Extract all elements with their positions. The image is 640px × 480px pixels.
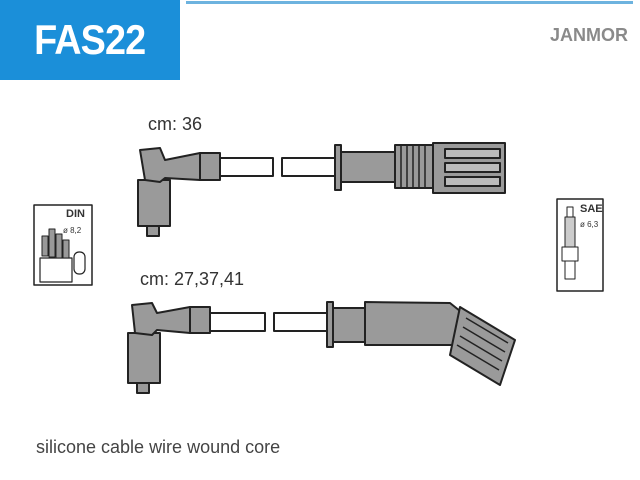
angled-cap-end: [449, 306, 516, 386]
terminal: [136, 382, 150, 394]
sae-diameter: ø 6,3: [580, 218, 598, 230]
spark-plug-boot-elbow: [139, 147, 201, 183]
product-description: silicone cable wire wound core: [36, 437, 281, 457]
cable-27-37-41: [127, 301, 516, 394]
product-code: FAS22: [34, 16, 146, 63]
sae-icon: [556, 198, 604, 292]
sae-diameter-text: ø 6,3: [580, 220, 599, 229]
din-icon: [33, 204, 93, 286]
din-diameter: ø 8,2: [63, 224, 81, 236]
brand-name: JANMOR: [549, 25, 628, 45]
product-code-badge: FAS22: [0, 0, 180, 80]
wire-segment: [273, 312, 328, 332]
wire-segment: [281, 157, 336, 177]
din-diameter-text: ø 8,2: [63, 226, 82, 235]
wire-segment: [209, 312, 266, 332]
spark-plug-boot-elbow: [131, 302, 191, 336]
cable-length-label: cm: 27,37,41: [140, 269, 245, 289]
wire-segment: [219, 157, 274, 177]
spark-plug-boot-body: [137, 179, 171, 227]
cable-36: [137, 142, 506, 237]
sae-label: SAE: [580, 203, 603, 215]
terminal: [146, 225, 160, 237]
header-rule: [186, 1, 633, 4]
din-label: DIN: [66, 208, 85, 220]
spark-plug-boot-body: [127, 332, 161, 384]
cable-length-label: cm: 36: [148, 114, 203, 134]
